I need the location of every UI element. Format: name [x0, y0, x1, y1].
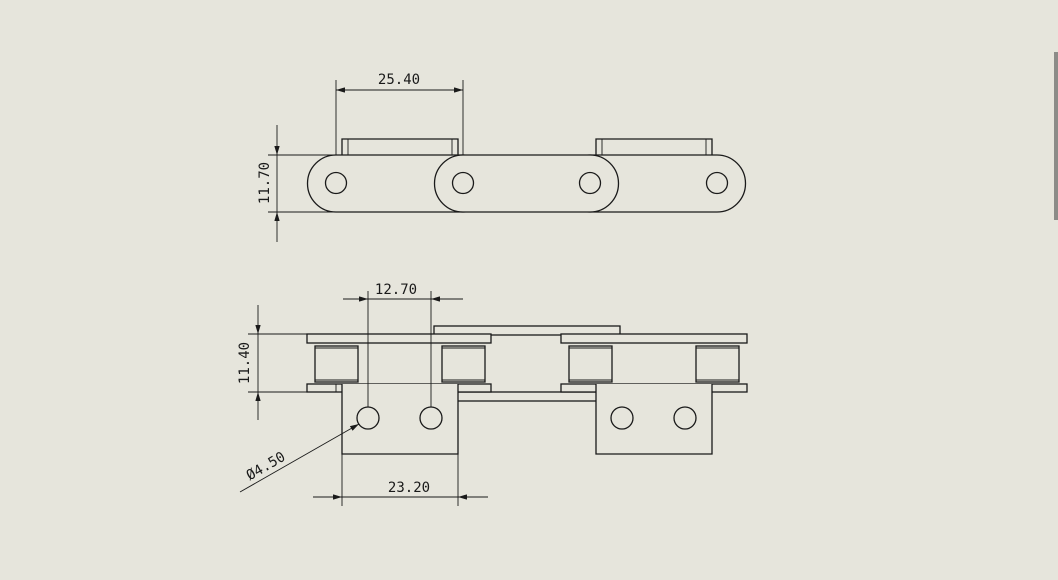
- roller: [441, 345, 486, 383]
- pin-hole: [705, 171, 729, 195]
- attachment-tab-left: [341, 138, 459, 156]
- top-view: 25.40 11.70: [257, 72, 747, 242]
- pin-hole: [578, 171, 602, 195]
- roller: [568, 345, 613, 383]
- dimension-label: 23.20: [388, 480, 430, 496]
- roller: [314, 345, 359, 383]
- dimension-label: 11.40: [237, 342, 253, 384]
- attachment-tab-right: [595, 138, 713, 156]
- dimension-link-height: 11.70: [257, 125, 336, 242]
- pin-hole: [324, 171, 348, 195]
- dimension-attachment-width: 23.20: [313, 454, 488, 506]
- dimension-label: Ø4.50: [244, 449, 289, 484]
- dimension-label: 25.40: [378, 72, 420, 88]
- pin-hole: [451, 171, 475, 195]
- dimension-pitch: 25.40: [335, 72, 464, 155]
- dimension-half-pitch: 12.70: [343, 282, 463, 407]
- attachment-plate-left: [335, 384, 459, 455]
- attachment-hole: [673, 406, 697, 430]
- dimension-label: 12.70: [375, 282, 417, 298]
- attachment-plate-right: [595, 384, 713, 455]
- attachment-hole: [610, 406, 634, 430]
- inner-link: [433, 154, 620, 213]
- bottom-view: 12.70 11.40 Ø4.50 23.20: [237, 282, 748, 506]
- dimension-label: 11.70: [257, 162, 273, 204]
- roller: [695, 345, 740, 383]
- outer-link-plates: [306, 333, 748, 393]
- window-edge: [1054, 52, 1058, 220]
- rollers: [314, 345, 740, 383]
- dimension-width: 11.40: [237, 305, 307, 420]
- dimension-hole-diameter: Ø4.50: [239, 423, 360, 493]
